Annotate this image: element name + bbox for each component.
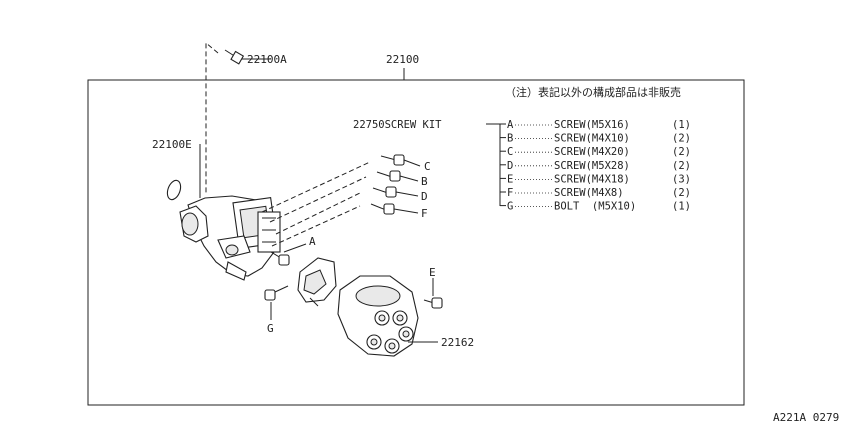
rotor-icon [297,257,337,307]
label-c: C [424,160,431,173]
kit-item-description: BOLT (M5X10) [554,201,636,213]
kit-item: B SCREW(M4X10) (2) [500,133,691,145]
label-b: B [421,175,428,188]
kit-item: F SCREW(M4X8) (2) [500,187,691,199]
label-a: A [309,235,316,248]
callout-22162: 22162 [441,336,474,349]
kit-item: A SCREW(M5X16) (1) [500,119,691,131]
reference-code: A221A 0279 [773,411,839,424]
screw-e-icon [423,297,443,309]
label-e: E [429,266,436,279]
screw-a-icon [270,251,290,266]
kit-item-letter: B [507,133,513,145]
oring-icon [166,179,182,201]
kit-item-quantity: (1) [672,119,691,131]
kit-item-letter: D [507,160,513,172]
kit-item-letter: F [507,187,513,199]
label-f: F [421,207,428,220]
kit-item-quantity: (3) [672,173,691,185]
kit-item: D SCREW(M5X28) (2) [500,160,691,172]
kit-item-letter: A [507,119,514,131]
leader-22100a [205,41,219,195]
screw-d-icon [372,186,397,198]
callout-22100: 22100 [386,53,419,66]
distributor-housing-icon [179,195,281,281]
distributor-cap-icon [337,275,419,357]
kit-item: E SCREW(M4X18) (3) [500,173,691,185]
label-g: G [267,322,274,335]
callout-22100e: 22100E [152,138,192,151]
kit-item-description: SCREW(M5X28) [554,160,630,172]
kit-item-letter: C [507,146,513,158]
kit-item-description: SCREW(M4X10) [554,133,630,145]
kit-item-quantity: (2) [672,187,691,199]
screw-b-icon [376,170,401,182]
kit-item-quantity: (2) [672,133,691,145]
screw-22100a-icon [224,49,245,65]
kit-title: 22750SCREW KIT [353,119,442,131]
kit-item-description: SCREW(M5X16) [554,119,630,131]
diagram-frame [87,79,745,406]
kit-item-quantity: (2) [672,146,691,158]
kit-item-description: SCREW(M4X18) [554,173,630,185]
kit-item-description: SCREW(M4X8) [554,187,624,199]
bolt-g-icon [264,285,289,301]
kit-list: A SCREW(M5X16) (1) B SCREW(M4X10) (2) C SCREW(M… [500,119,691,213]
kit-item: C SCREW(M4X20) (2) [500,146,691,158]
screw-f-icon [370,203,395,215]
kit-item-description: SCREW(M4X20) [554,146,630,158]
kit-item: G BOLT (M5X10) (1) [500,201,691,213]
note-text: （注）表記以外の構成部品は非販売 [505,85,681,99]
screw-c-icon [380,154,405,166]
kit-item-quantity: (2) [672,160,691,172]
kit-item-letter: E [507,173,513,185]
kit-item-letter: G [507,201,513,213]
kit-item-quantity: (1) [672,201,691,213]
label-d: D [421,190,428,203]
